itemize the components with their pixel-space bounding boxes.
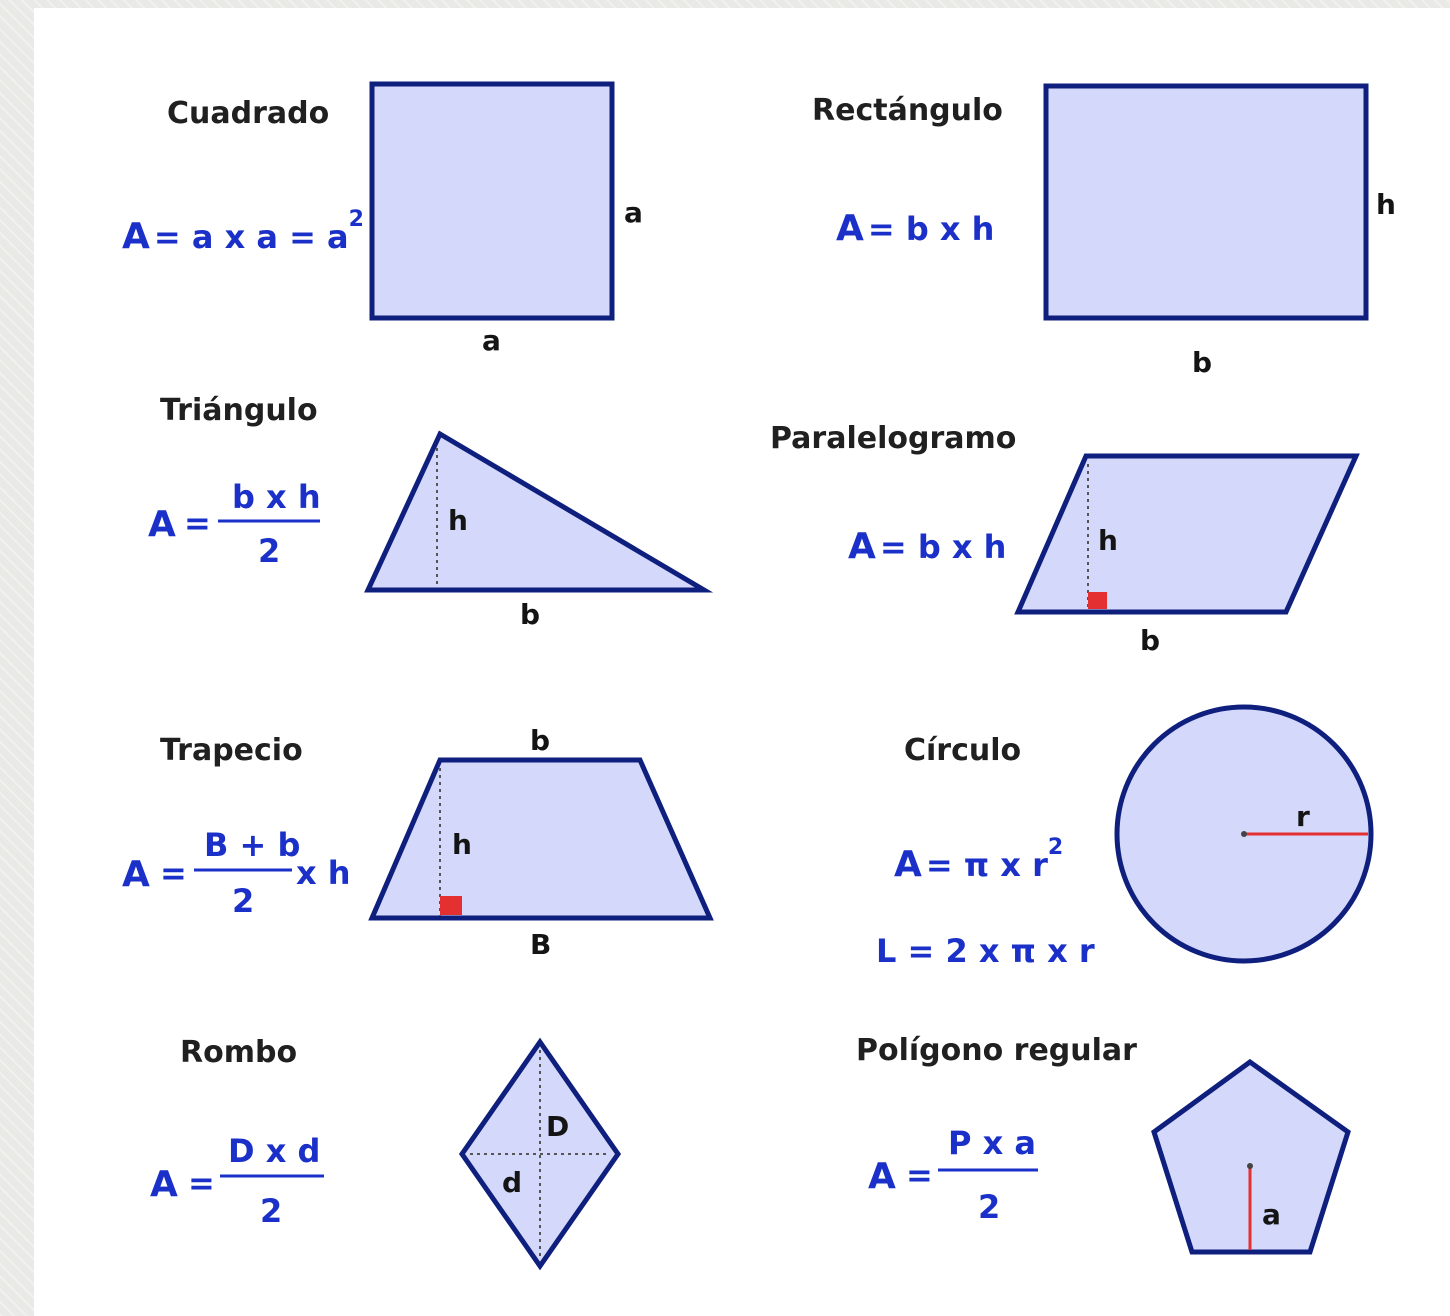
rhombus-title: Rombo <box>180 1035 297 1070</box>
triangle-base-label: b <box>520 598 540 631</box>
trapezoid-formula-eq: = <box>160 854 187 892</box>
area-formulas-diagram: Cuadrado A= a x a = a2 a a Rectángulo A=… <box>122 81 1396 1271</box>
square-side-bottom: a <box>482 324 501 357</box>
parallelogram-title: Paralelogramo <box>770 421 1016 456</box>
triangle-formula-numerator: b x h <box>232 478 321 516</box>
circle-area-lhs: A <box>894 844 922 885</box>
trapezoid-top-label: b <box>530 724 550 757</box>
rectangle-formula-rhs: = b x h <box>868 210 995 248</box>
parallelogram-formula: A= b x h <box>848 526 1006 567</box>
rhombus-formula-eq: = <box>188 1164 215 1202</box>
rectangle-shape <box>1043 83 1369 321</box>
circle-area-rhs: = π x r <box>926 846 1048 884</box>
polygon-formula-lhs: A <box>868 1156 896 1197</box>
polygon-formula-eq: = <box>906 1156 933 1194</box>
circle-section: Círculo A= π x r2 L = 2 x π x r r <box>876 704 1374 970</box>
rhombus-formula-numerator: D x d <box>228 1132 320 1170</box>
circle-radius-label: r <box>1296 800 1310 833</box>
trapezoid-shape <box>368 757 714 921</box>
triangle-section: Triángulo A = b x h 2 h b <box>148 393 714 631</box>
parallelogram-shape <box>1014 453 1360 615</box>
trapezoid-right-angle-marker <box>440 896 462 915</box>
trapezoid-base-label: B <box>530 928 551 961</box>
square-title: Cuadrado <box>167 96 329 131</box>
trapezoid-formula-lhs: A <box>122 854 150 895</box>
triangle-shape <box>364 430 714 593</box>
rhombus-minor-diagonal-label: d <box>502 1166 522 1199</box>
trapezoid-formula-denominator: 2 <box>232 882 254 920</box>
triangle-formula-denominator: 2 <box>258 532 280 570</box>
parallelogram-section: Paralelogramo A= b x h h b <box>770 421 1360 657</box>
rhombus-section: Rombo A = D x d 2 D d <box>150 1035 622 1271</box>
rectangle-side-right: h <box>1376 188 1396 221</box>
parallelogram-formula-lhs: A <box>848 526 876 567</box>
polygon-formula-numerator: P x a <box>948 1124 1036 1162</box>
square-side-right: a <box>624 196 643 229</box>
polygon-apothem-label: a <box>1262 1198 1281 1231</box>
circle-title: Círculo <box>904 733 1021 768</box>
rhombus-formula-lhs: A <box>150 1164 178 1205</box>
rhombus-formula-denominator: 2 <box>260 1192 282 1230</box>
trapezoid-formula-tail: x h <box>296 854 351 892</box>
square-formula: A= a x a = a2 <box>122 207 364 257</box>
circle-area-exp: 2 <box>1048 835 1063 860</box>
parallelogram-formula-rhs: = b x h <box>880 528 1007 566</box>
trapezoid-height-label: h <box>452 828 472 861</box>
parallelogram-right-angle-marker <box>1088 592 1107 609</box>
triangle-height-label: h <box>448 504 468 537</box>
triangle-formula-lhs: A <box>148 504 176 545</box>
trapezoid-section: Trapecio A = B + b 2 x h b h B <box>122 724 714 961</box>
circle-center-dot <box>1241 831 1247 837</box>
polygon-formula-denominator: 2 <box>978 1188 1000 1226</box>
parallelogram-base-label: b <box>1140 624 1160 657</box>
square-formula-rhs: = a x a = a <box>154 218 349 256</box>
diagram-sheet: Cuadrado A= a x a = a2 a a Rectángulo A=… <box>34 8 1450 1316</box>
polygon-title: Polígono regular <box>856 1033 1137 1068</box>
polygon-shape <box>1151 1058 1351 1255</box>
rectangle-formula-lhs: A <box>836 208 864 249</box>
square-section: Cuadrado A= a x a = a2 a a <box>122 81 643 357</box>
circle-length-formula: L = 2 x π x r <box>876 932 1095 970</box>
polygon-center-dot <box>1247 1163 1253 1169</box>
rectangle-formula: A= b x h <box>836 208 994 249</box>
trapezoid-title: Trapecio <box>160 733 303 768</box>
regular-polygon-section: Polígono regular A = P x a 2 a <box>856 1033 1351 1255</box>
parallelogram-height-label: h <box>1098 524 1118 557</box>
square-shape <box>369 81 615 321</box>
triangle-title: Triángulo <box>160 393 318 428</box>
trapezoid-formula-numerator: B + b <box>204 826 300 864</box>
triangle-formula-eq: = <box>184 504 211 542</box>
rectangle-side-bottom: b <box>1192 346 1212 379</box>
rectangle-section: Rectángulo A= b x h h b <box>812 83 1396 379</box>
rectangle-title: Rectángulo <box>812 93 1003 128</box>
rhombus-major-diagonal-label: D <box>546 1110 569 1143</box>
square-formula-lhs: A <box>122 216 150 257</box>
circle-area-formula: A= π x r2 <box>894 835 1063 885</box>
square-formula-exp: 2 <box>349 207 364 232</box>
